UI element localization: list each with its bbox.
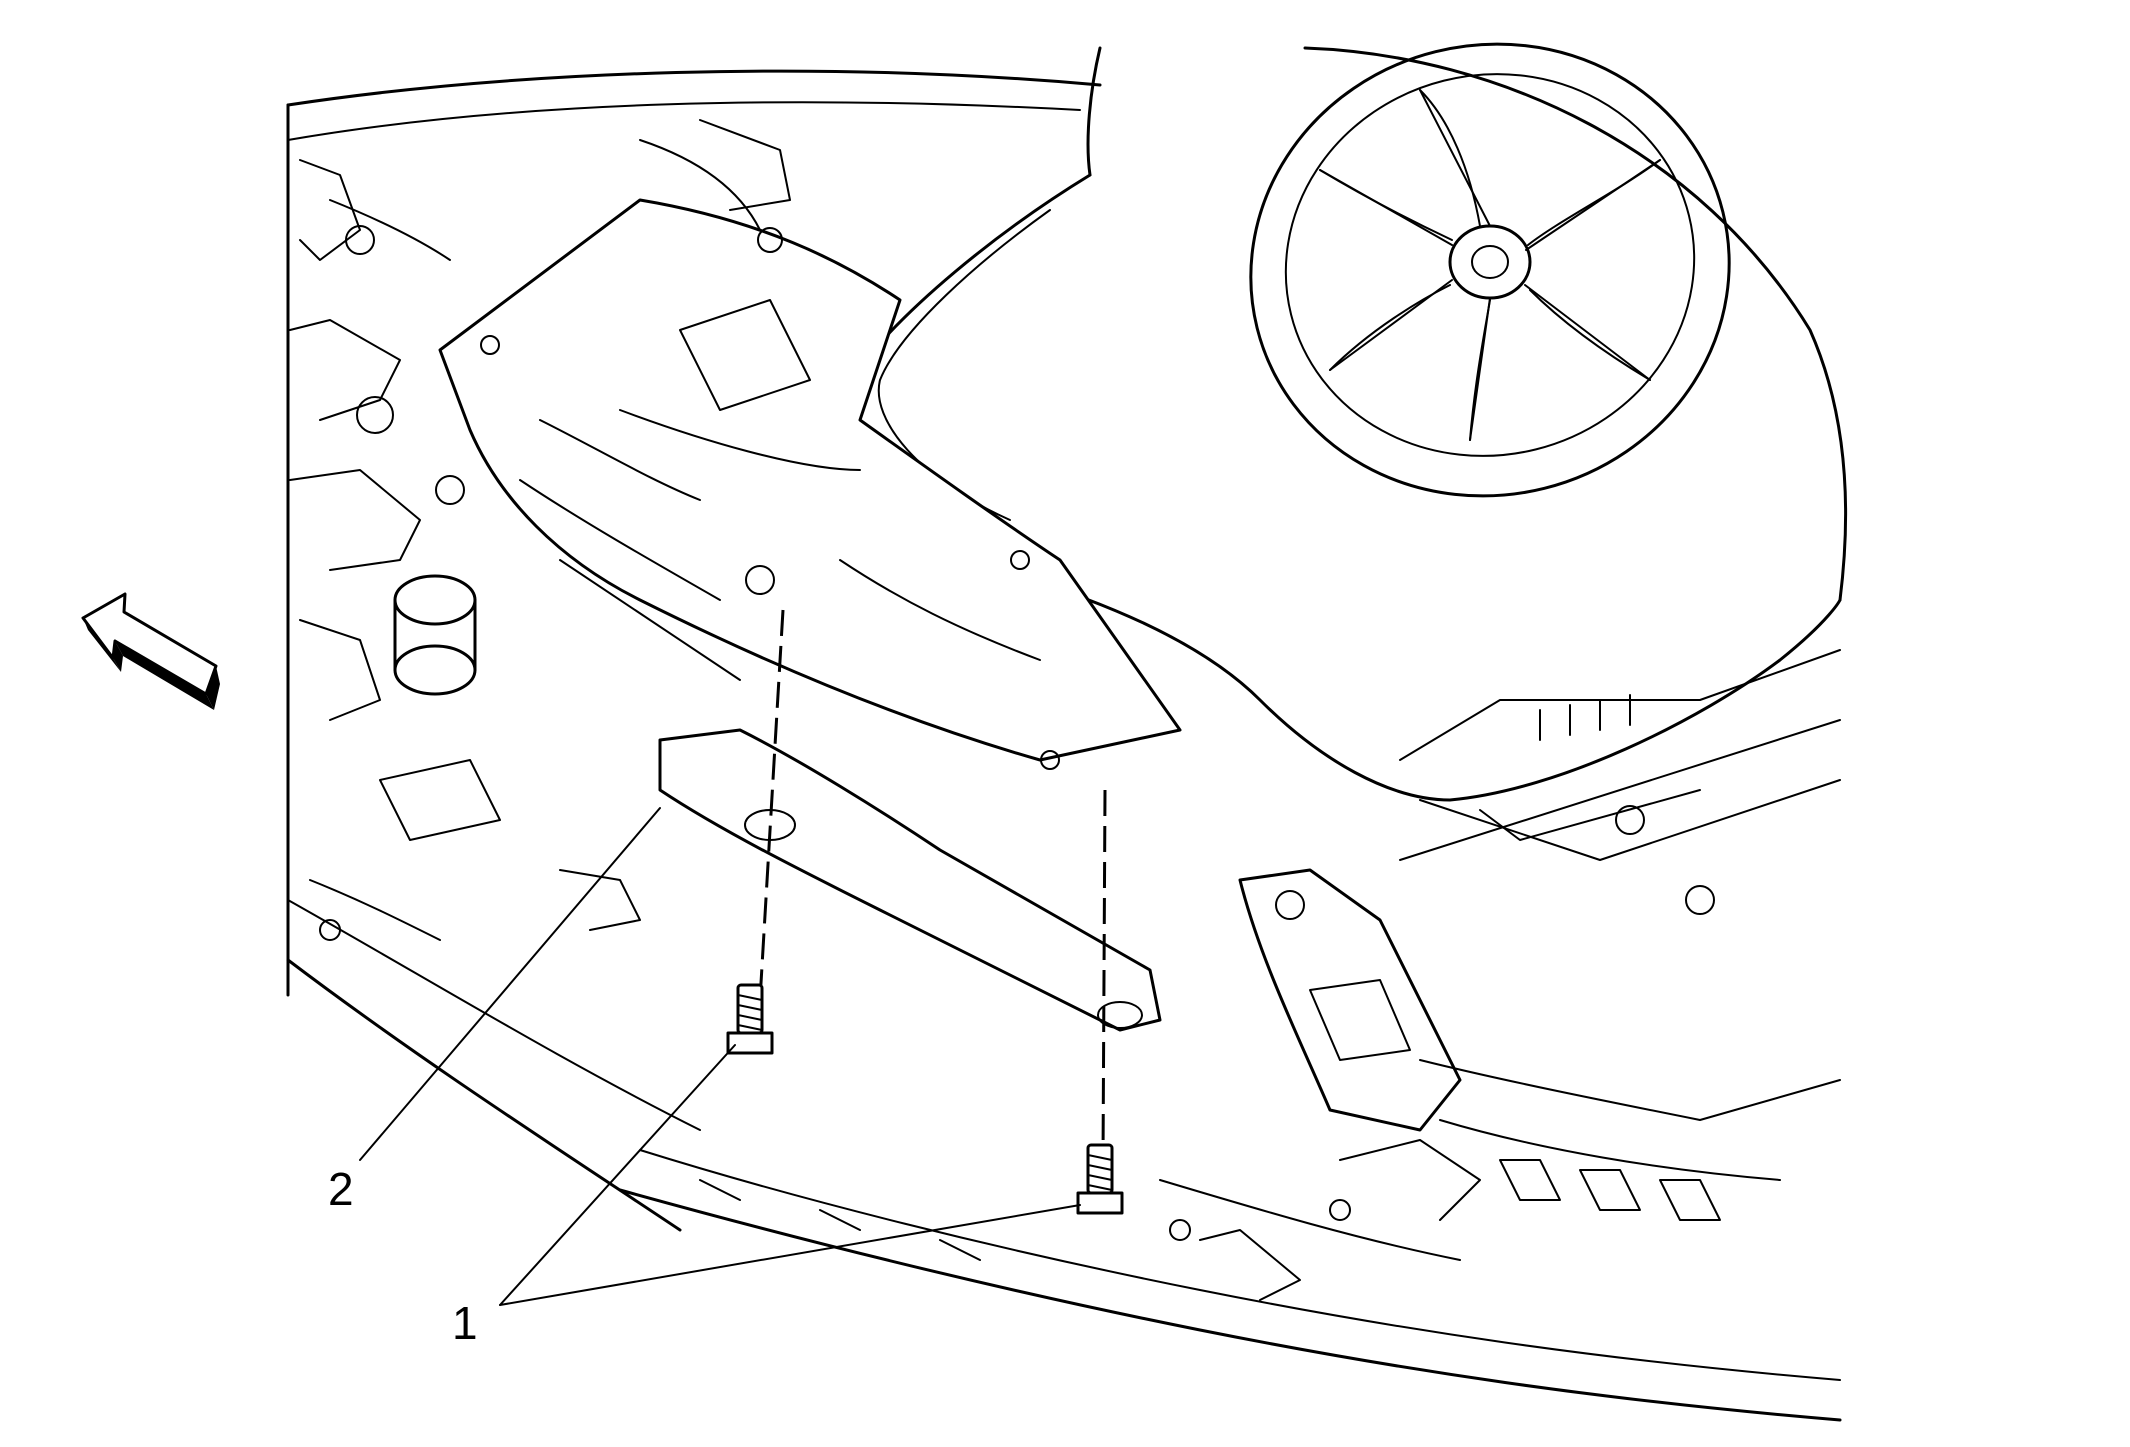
callout-leaders [359,807,1081,1306]
forward-arrow-icon [81,592,220,710]
vehicle-body-outline [286,46,1848,1232]
bolt-left [726,983,774,1055]
support-bracket [658,728,1162,1032]
spare-wheel [1249,42,1731,498]
mounting-bracket [1238,649,1841,1221]
heat-shield [438,198,1182,770]
floor-panel [618,1149,1842,1422]
callout-1: 1 [452,1297,478,1349]
bolt-alignment-lines [758,609,1107,1161]
suspension-components [289,119,791,941]
bolt-right [1076,1143,1124,1215]
callout-2: 2 [328,1163,354,1215]
